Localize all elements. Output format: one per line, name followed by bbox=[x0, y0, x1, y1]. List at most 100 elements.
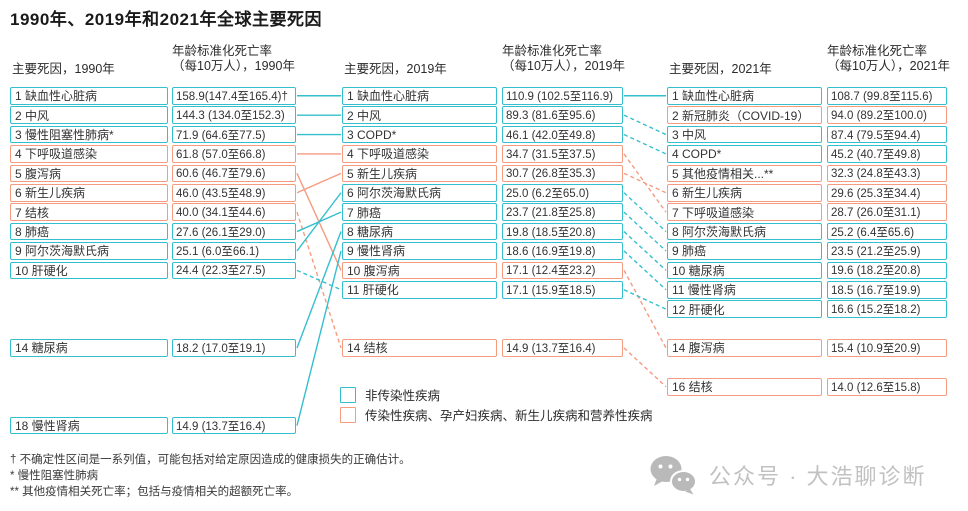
watermark: 公众号 · 大浩聊诊断 bbox=[650, 451, 950, 499]
cause-box: 10 糖尿病 bbox=[667, 261, 822, 280]
rate-box: 23.7 (21.8至25.8) bbox=[502, 203, 623, 221]
cause-box: 9 肺癌 bbox=[667, 242, 822, 260]
rate-box: 32.3 (24.8至43.3) bbox=[827, 164, 947, 183]
rank-link-line bbox=[623, 133, 667, 155]
rate-header-1990-line1: 年龄标准化死亡率 bbox=[172, 44, 273, 58]
cause-box: 2 中风 bbox=[10, 106, 168, 124]
watermark-text: 公众号 · 大浩聊诊断 bbox=[709, 464, 927, 489]
cause-box: 18 慢性肾病 bbox=[10, 416, 168, 435]
cause-box: 10 肝硬化 bbox=[10, 261, 168, 280]
rate-header-2021-line1: 年龄标准化死亡率 bbox=[827, 44, 928, 58]
legend-swatch-ncd bbox=[340, 386, 356, 403]
cause-box: 9 阿尔茨海默氏病 bbox=[10, 242, 168, 260]
rate-box: 15.4 (10.9至20.9) bbox=[827, 339, 947, 357]
footnote-copd: * 慢性阻塞性肺病 bbox=[10, 470, 99, 482]
rate-box: 40.0 (34.1至44.6) bbox=[172, 203, 296, 221]
footnotes: † 不确定性区间是一系列值，可能包括对给定原因造成的健康损失的正确估计。 * 慢… bbox=[10, 452, 411, 500]
cause-box: 2 中风 bbox=[342, 106, 497, 124]
rank-link-line bbox=[296, 269, 342, 291]
rate-box: 25.1 (6.0至66.1) bbox=[172, 242, 296, 260]
rate-box: 14.9 (13.7至16.4) bbox=[502, 339, 623, 357]
cause-box: 3 中风 bbox=[667, 125, 822, 144]
cause-box: 8 阿尔茨海默氏病 bbox=[667, 222, 822, 241]
cause-box: 14 腹泻病 bbox=[667, 339, 822, 357]
rate-box: 108.7 (99.8至115.6) bbox=[827, 87, 947, 105]
rate-box: 14.9 (13.7至16.4) bbox=[172, 416, 296, 435]
rank-link-line bbox=[623, 289, 667, 310]
rank-link-line bbox=[623, 114, 667, 136]
rate-box: 28.7 (26.0至31.1) bbox=[827, 203, 947, 221]
rank-link-line bbox=[623, 270, 667, 349]
cause-box: 10 腹泻病 bbox=[342, 261, 497, 280]
cause-box: 3 慢性阻塞性肺病* bbox=[10, 125, 168, 144]
rank-link-line bbox=[296, 172, 342, 194]
cause-box: 5 腹泻病 bbox=[10, 164, 168, 183]
rate-header-2019: 年龄标准化死亡率 （每10万人），2019年 bbox=[502, 44, 625, 74]
rate-box: 25.2 (6.4至65.6) bbox=[827, 222, 947, 241]
rate-box: 24.4 (22.3至27.5) bbox=[172, 261, 296, 280]
rate-box: 18.5 (16.7至19.9) bbox=[827, 281, 947, 299]
rate-box: 18.2 (17.0至19.1) bbox=[172, 339, 296, 357]
rate-box: 46.0 (43.5至48.9) bbox=[172, 184, 296, 202]
cause-box: 11 肝硬化 bbox=[342, 281, 497, 299]
cause-header-1990: 主要死因，1990年 bbox=[12, 62, 115, 76]
cause-box: 7 下呼吸道感染 bbox=[667, 203, 822, 221]
rank-link-line bbox=[623, 231, 667, 271]
legend-item-ncd: 非传染性疾病 bbox=[340, 385, 440, 404]
rate-box: 18.6 (16.9至19.8) bbox=[502, 242, 623, 260]
footnote-uncertainty: † 不确定性区间是一系列值，可能包括对给定原因造成的健康损失的正确估计。 bbox=[10, 454, 411, 466]
rank-link-line bbox=[623, 347, 667, 388]
rank-link-line bbox=[296, 192, 342, 252]
cause-box: 8 糖尿病 bbox=[342, 222, 497, 241]
rate-box: 17.1 (15.9至18.5) bbox=[502, 281, 623, 299]
rate-box: 27.6 (26.1至29.0) bbox=[172, 222, 296, 241]
cause-box: 6 新生儿疾病 bbox=[10, 184, 168, 202]
rank-link-line bbox=[623, 172, 667, 194]
rate-box: 45.2 (40.7至49.8) bbox=[827, 145, 947, 163]
legend-label-ncd: 非传染性疾病 bbox=[365, 389, 441, 403]
chart-title: 1990年、2019年和2021年全球主要死因 bbox=[10, 10, 322, 29]
rate-header-1990: 年龄标准化死亡率 （每10万人），1990年 bbox=[172, 44, 295, 74]
rate-box: 19.8 (18.5至20.8) bbox=[502, 222, 623, 241]
rate-header-2019-line1: 年龄标准化死亡率 bbox=[502, 44, 603, 58]
rate-box: 29.6 (25.3至34.4) bbox=[827, 184, 947, 202]
rate-box: 144.3 (134.0至152.3) bbox=[172, 106, 296, 124]
cause-box: 4 COPD* bbox=[667, 145, 822, 163]
rate-header-2019-line2: （每10万人），2019年 bbox=[502, 59, 625, 73]
rank-link-line bbox=[296, 211, 342, 349]
rank-link-line bbox=[623, 211, 667, 252]
rate-box: 71.9 (64.6至77.5) bbox=[172, 125, 296, 144]
cause-box: 5 其他疫情相关...** bbox=[667, 164, 822, 183]
cause-box: 1 缺血性心脏病 bbox=[342, 87, 497, 105]
rate-box: 46.1 (42.0至49.8) bbox=[502, 125, 623, 144]
rate-box: 87.4 (79.5至94.4) bbox=[827, 125, 947, 144]
cause-box: 14 糖尿病 bbox=[10, 339, 168, 357]
cause-box: 3 COPD* bbox=[342, 125, 497, 144]
rate-box: 158.9(147.4至165.4)† bbox=[172, 87, 296, 105]
cause-box: 14 结核 bbox=[342, 339, 497, 357]
rate-box: 110.9 (102.5至116.9) bbox=[502, 87, 623, 105]
rate-box: 19.6 (18.2至20.8) bbox=[827, 261, 947, 280]
cause-box: 8 肺癌 bbox=[10, 222, 168, 241]
cause-box: 1 缺血性心脏病 bbox=[667, 87, 822, 105]
legend-label-cmnn: 传染性疾病、孕产妇疾病、新生儿疾病和营养性疾病 bbox=[365, 409, 653, 423]
rate-box: 94.0 (89.2至100.0) bbox=[827, 106, 947, 124]
rank-link-line bbox=[623, 153, 667, 213]
legend-swatch-cmnn bbox=[340, 406, 356, 423]
rate-box: 30.7 (26.8至35.3) bbox=[502, 164, 623, 183]
rank-link-line bbox=[623, 192, 667, 233]
rate-header-2021-line2: （每10万人），2021年 bbox=[827, 59, 950, 73]
cause-box: 6 新生儿疾病 bbox=[667, 184, 822, 202]
rank-link-line bbox=[296, 231, 342, 349]
rate-header-1990-line2: （每10万人），1990年 bbox=[172, 59, 295, 73]
rate-box: 16.6 (15.2至18.2) bbox=[827, 300, 947, 318]
cause-box: 5 新生儿疾病 bbox=[342, 164, 497, 183]
rank-link-line bbox=[623, 250, 667, 291]
cause-box: 6 阿尔茨海默氏病 bbox=[342, 184, 497, 202]
rate-box: 34.7 (31.5至37.5) bbox=[502, 145, 623, 163]
cause-box: 11 慢性肾病 bbox=[667, 281, 822, 299]
cause-box: 7 肺癌 bbox=[342, 203, 497, 221]
cause-box: 4 下呼吸道感染 bbox=[10, 145, 168, 163]
cause-box: 9 慢性肾病 bbox=[342, 242, 497, 260]
